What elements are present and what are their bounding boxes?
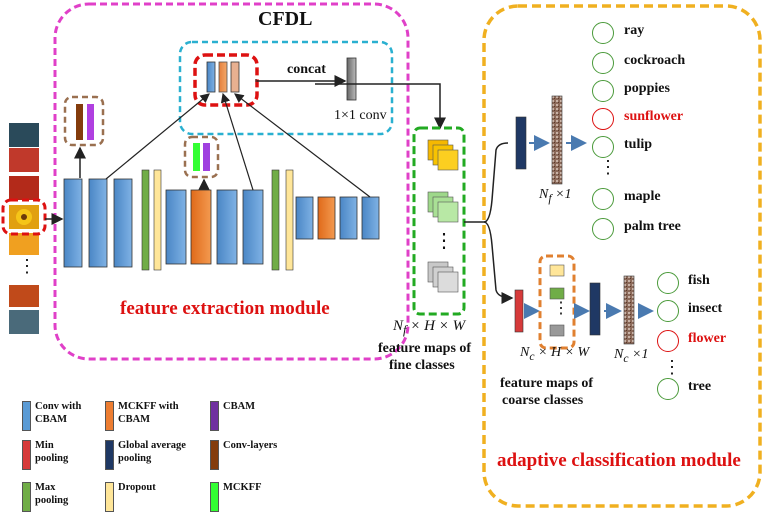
input-ellipsis: ⋮ [18,256,36,276]
coarse-maps-caption-1: feature maps of [500,376,594,391]
fine-class-label: maple [624,189,661,204]
legend-swatch [210,401,219,431]
fine-class-ellipsis: ⋮ [599,157,617,177]
diagram-title: CFDL [258,8,313,30]
legend-label: Conv-layers [223,440,278,451]
fine-class-node [592,52,614,74]
legend-swatch [210,482,219,512]
fine-class-label: cockroach [624,53,686,68]
coarse-class-label: insect [688,301,723,316]
conv-1x1-label: 1×1 conv [334,108,387,123]
legend-label: Dropout [118,482,156,493]
fine-class-node [592,218,614,240]
coarse-class-label: fish [688,273,710,288]
nf-1-label: Nf ×1 [539,187,572,205]
legend-label: CBAM [223,401,256,412]
coarse-maps-ellipsis: ⋮ [553,300,569,317]
concat-region-border [178,40,394,136]
legend-label: Max pooling [35,482,69,506]
coarse-vector [623,275,635,345]
legend-label: MCKFF [223,482,262,493]
legend-swatch [105,482,114,512]
legend-swatch [210,440,219,470]
coarse-class-node [657,300,679,322]
fine-maps-border [412,126,466,316]
fine-class-label: tulip [624,137,653,152]
fine-class-node [592,108,614,130]
fine-class-label: ray [624,23,645,38]
coarse-class-ellipsis: ⋮ [663,357,681,377]
adaptive-classification-border [482,4,762,508]
fine-class-node [592,22,614,44]
legend-label: Global average pooling [118,440,186,464]
nc-hw-label: Nc × H × W [520,345,590,363]
feature-extraction-border [53,2,410,361]
fine-class-node [592,136,614,158]
fine-maps-caption-1: feature maps of [378,341,472,356]
input-images [9,123,39,334]
coarse-maps-caption-2: coarse classes [502,393,584,408]
fine-class-node [592,188,614,210]
nc-1-label: Nc ×1 [614,347,649,365]
input-highlight [1,198,47,236]
conv-1x1-block [346,57,357,101]
legend-swatch [22,482,31,512]
legend-label: Conv with CBAM [35,401,82,425]
legend-swatch [22,401,31,431]
fine-class-label: sunflower [624,109,684,124]
fine-vector [551,95,563,185]
coarse-class-node [657,330,679,352]
legend-swatch [105,401,114,431]
fine-maps-caption-2: fine classes [389,358,455,373]
coarse-class-node [657,378,679,400]
fine-class-label: palm tree [624,219,681,234]
nf-hw-label: Nf × H × W [393,318,466,337]
adaptive-classification-label: adaptive classification module [497,450,741,471]
fine-feature-maps [427,139,459,293]
cbam-mini-border [63,95,105,147]
mckff-mini-border [183,135,220,179]
legend-swatch [22,440,31,470]
fine-class-label: poppies [624,81,670,96]
legend-label: MCKFF with CBAM [118,401,179,425]
network-layers [63,169,380,271]
feature-extraction-label: feature extraction module [120,298,330,319]
coarse-class-node [657,272,679,294]
coarse-class-label: flower [688,331,727,346]
fine-class-node [592,80,614,102]
coarse-maps-border [538,254,576,350]
legend-label: Min pooling [35,440,69,464]
fine-maps-ellipsis: ⋮ [434,230,454,252]
coarse-class-label: tree [688,379,712,394]
legend-swatch [105,440,114,470]
concat-label: concat [287,62,326,77]
